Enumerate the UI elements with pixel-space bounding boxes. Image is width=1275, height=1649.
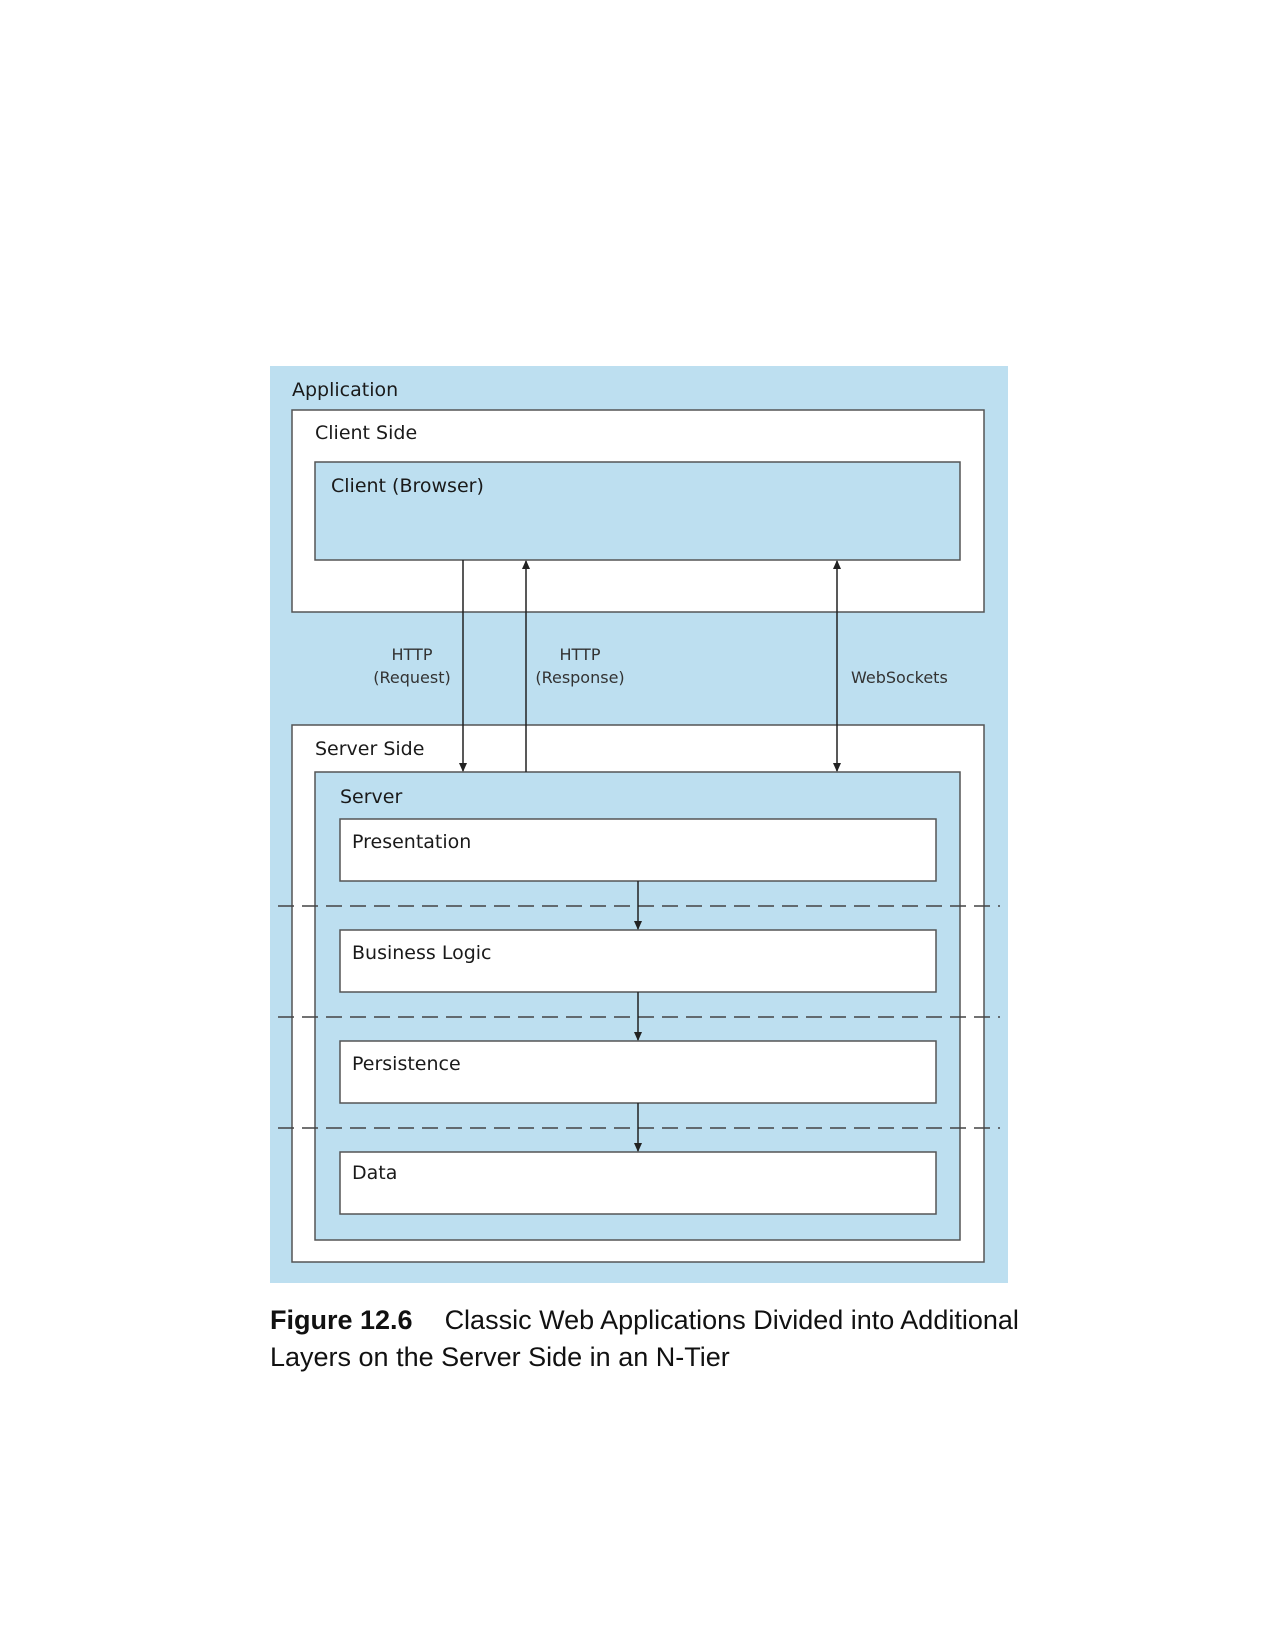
client-side-label: Client Side xyxy=(315,422,417,444)
http-request-label-line2: (Request) xyxy=(373,668,450,687)
figure-caption-text: Classic Web Applications Divided into Ad… xyxy=(270,1305,1019,1372)
client-browser-label: Client (Browser) xyxy=(331,475,484,497)
layer-persistence-label: Persistence xyxy=(352,1053,461,1075)
client-browser-box xyxy=(314,461,961,561)
websockets-label: WebSockets xyxy=(851,668,948,687)
layer-data-label: Data xyxy=(352,1162,397,1184)
server-side-label: Server Side xyxy=(315,738,424,760)
figure-number: Figure 12.6 xyxy=(270,1305,413,1335)
layer-data-box xyxy=(339,1151,937,1215)
http-request-label-line1: HTTP xyxy=(392,645,433,664)
http-response-label-line2: (Response) xyxy=(535,668,624,687)
server-label: Server xyxy=(340,786,402,808)
http-response-label-line1: HTTP xyxy=(560,645,601,664)
application-label: Application xyxy=(292,379,398,401)
layer-persistence-box xyxy=(339,1040,937,1104)
layer-business-logic-label: Business Logic xyxy=(352,942,492,964)
layer-presentation-label: Presentation xyxy=(352,831,471,853)
